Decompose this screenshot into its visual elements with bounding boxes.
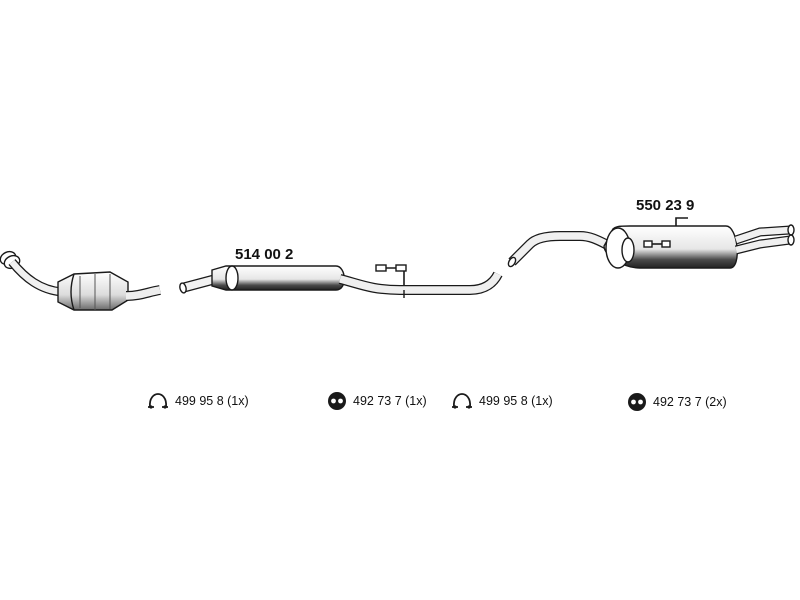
catalytic-converter — [0, 250, 161, 311]
part-label-front-muffler: 514 00 2 — [235, 246, 294, 263]
accessory-item: 499 95 8 (1x) — [147, 392, 249, 410]
rubber-mount-icon — [627, 392, 647, 412]
accessory-label: 499 95 8 (1x) — [175, 394, 249, 408]
accessory-item: 499 95 8 (1x) — [451, 392, 553, 410]
clamp-icon — [451, 392, 473, 410]
accessory-label: 492 73 7 (2x) — [653, 395, 727, 409]
accessory-item: 492 73 7 (2x) — [627, 392, 727, 412]
rear-muffler-pipe — [507, 217, 795, 269]
accessory-item: 492 73 7 (1x) — [327, 391, 427, 411]
part-label-rear-muffler: 550 23 9 — [636, 197, 695, 214]
clamp-icon — [147, 392, 169, 410]
front-muffler-pipe — [179, 264, 503, 298]
rubber-mount-icon — [327, 391, 347, 411]
accessory-label: 499 95 8 (1x) — [479, 394, 553, 408]
accessory-label: 492 73 7 (1x) — [353, 394, 427, 408]
